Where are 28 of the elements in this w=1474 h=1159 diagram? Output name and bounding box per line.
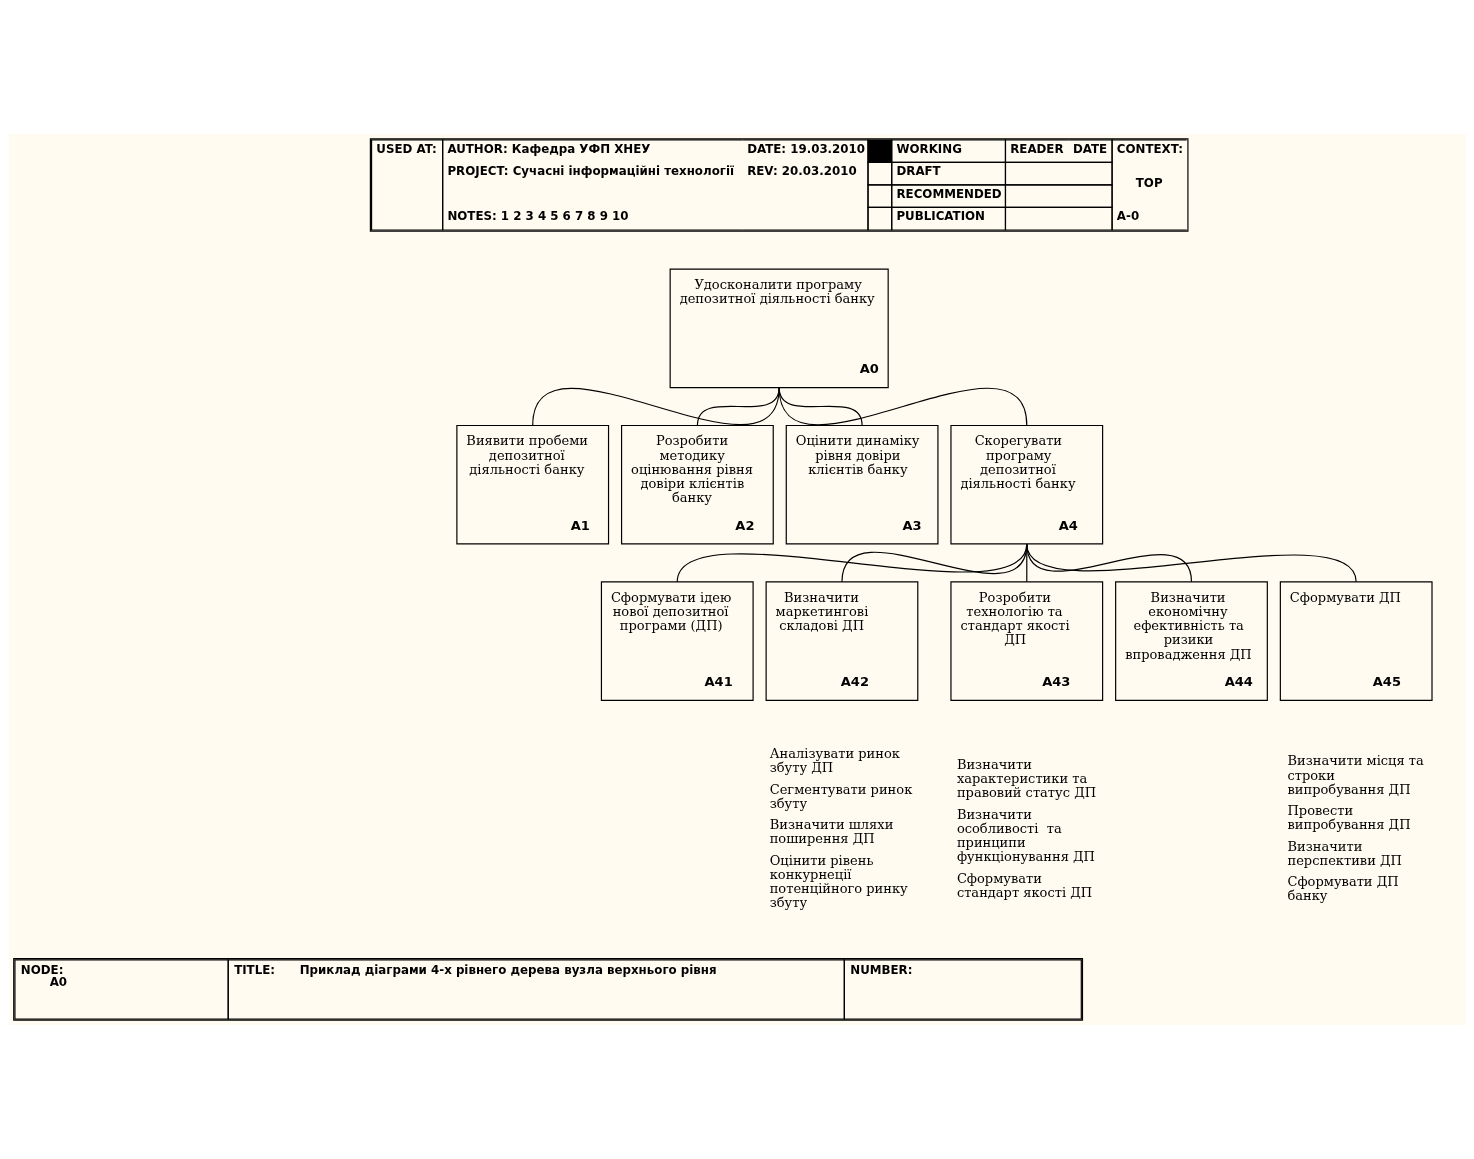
label: DRAFT xyxy=(895,164,941,179)
label: REV: 20.03.2010 xyxy=(746,164,857,179)
label: CONTEXT: xyxy=(1116,141,1183,156)
node-label: Оцінити рівень конкурнеції потенційного ринку збуту xyxy=(769,852,908,911)
node-label: Сегментувати ринок збуту xyxy=(769,781,912,811)
node-label: Визначити характеристики та правовий статус ДП xyxy=(956,756,1096,801)
node-label: Визначити перспективи ДП xyxy=(1286,838,1402,868)
node-label: Визначити місця та строки випробування ДП xyxy=(1286,753,1424,797)
node-label: Аналізувати ринок збуту ДП xyxy=(769,746,900,776)
node-label: Сформувати стандарт якості ДП xyxy=(956,870,1092,900)
label: PUBLICATION xyxy=(895,209,985,224)
label: TITLE: Приклад діаграми 4-х рівнего дерева вузла верхнього рівня xyxy=(233,963,717,978)
label: AUTHOR: Кафедра УФП ХНЕУ xyxy=(446,141,650,156)
label: NUMBER: xyxy=(849,963,912,978)
label: DATE xyxy=(1072,141,1107,156)
node-label: Провести випробування ДП xyxy=(1286,803,1411,833)
label: WORKING xyxy=(895,141,962,156)
label: A-0 xyxy=(1116,209,1139,224)
node-label: Визначити шляхи поширення ДП xyxy=(769,817,893,847)
label: RECOMMENDED xyxy=(895,186,1002,201)
node-label: Визначити особливості та принципи функціонування ДП xyxy=(956,806,1095,865)
label: DATE: 19.03.2010 xyxy=(746,141,865,156)
node-label: Сформувати ДП банку xyxy=(1286,874,1399,904)
label: TOP xyxy=(1135,175,1163,190)
label: NOTES: 1 2 3 4 5 6 7 8 9 10 xyxy=(446,209,628,224)
label: PROJECT: Сучасні інформаційні технології xyxy=(446,164,734,179)
label: READER xyxy=(1009,141,1064,156)
label: USED AT: xyxy=(375,141,437,156)
